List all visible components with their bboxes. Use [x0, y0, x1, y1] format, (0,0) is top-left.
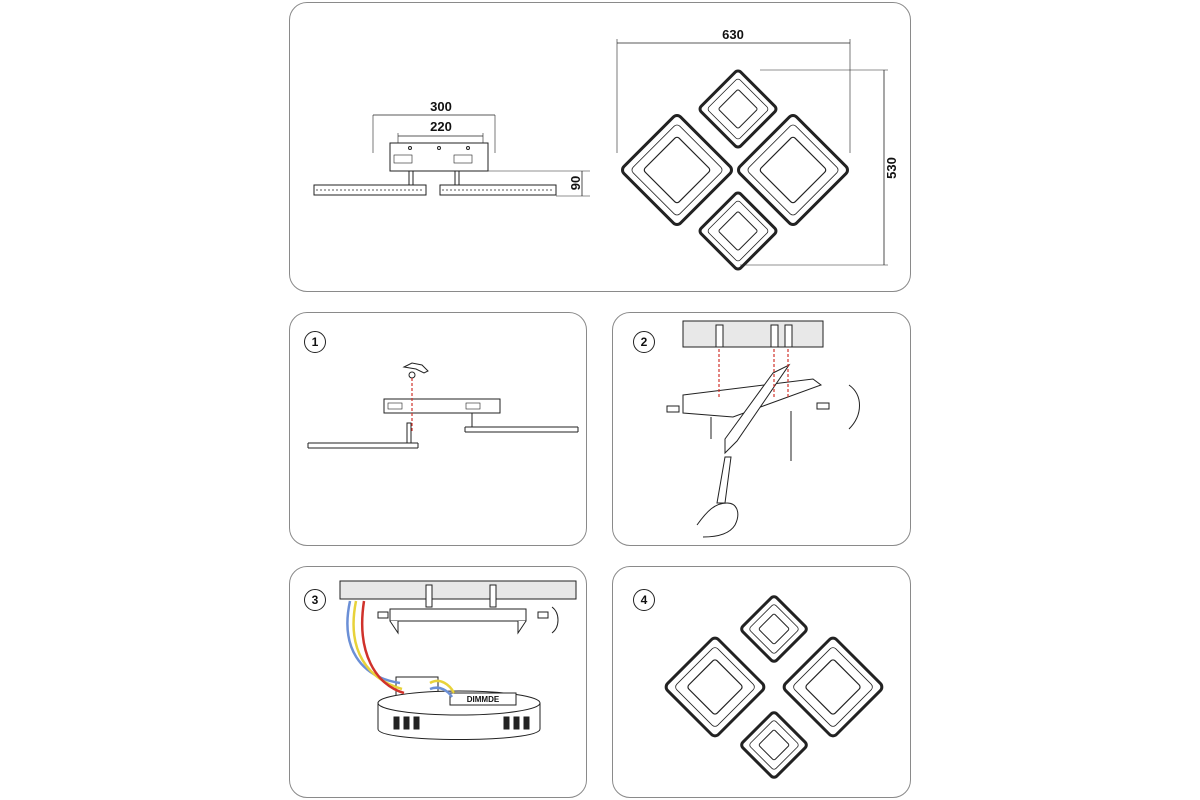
step-2-drawing: [666, 320, 860, 538]
step-3-badge: 3: [304, 589, 326, 611]
step-2-guide-lines: [718, 349, 789, 399]
dim-300-label: 300: [430, 99, 452, 114]
step-1-drawing: [307, 362, 579, 449]
step-1-panel: 1: [289, 312, 587, 546]
step-1-badge: 1: [304, 331, 326, 353]
dim-630-label: 630: [722, 27, 744, 42]
dim-530-label: 530: [884, 157, 899, 179]
top-view-fixture: [616, 39, 888, 271]
assembled-fixture: [664, 595, 884, 779]
dim-220-label: 220: [430, 119, 452, 134]
step-2-panel: 2: [612, 312, 911, 546]
dim-90-label: 90: [568, 176, 583, 190]
driver-label: DIMMDE: [467, 695, 500, 704]
dimensions-panel: 300 220 90: [289, 2, 911, 292]
step-4-badge: 4: [633, 589, 655, 611]
dimension-drawing: 300 220 90: [313, 27, 899, 271]
step-4-panel: 4: [612, 566, 911, 798]
step-3-drawing: DIMMDE: [339, 580, 577, 740]
ceiling-block: [682, 320, 824, 348]
step-4-drawing: [664, 595, 884, 779]
power-wires: [346, 600, 456, 698]
ceiling-block: [339, 580, 577, 600]
step-2-badge: 2: [633, 331, 655, 353]
side-profile-view: [313, 114, 590, 197]
step-3-panel: 3 DIMMDE: [289, 566, 587, 798]
